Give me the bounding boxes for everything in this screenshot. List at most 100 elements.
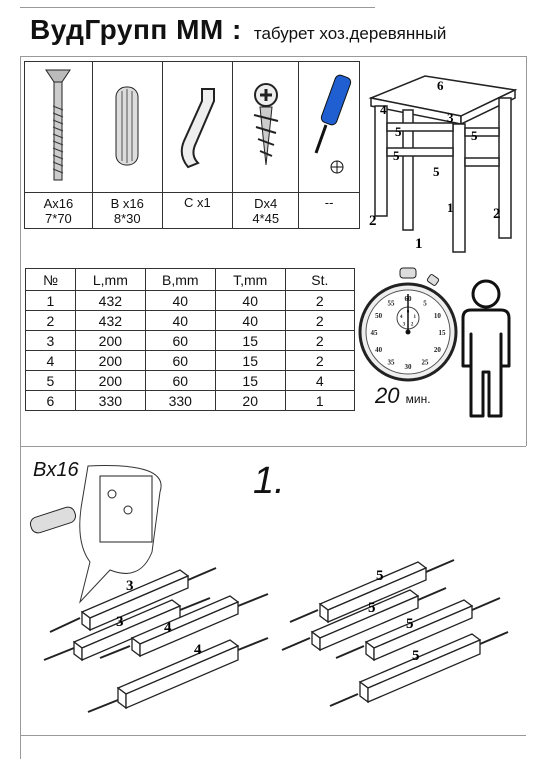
cell: 2: [284, 350, 356, 371]
cell: 432: [74, 310, 146, 331]
part-label-5b: 5: [471, 128, 478, 143]
cell: 40: [214, 310, 286, 331]
col-length: L,mm: [74, 268, 146, 291]
cell: 2: [284, 310, 356, 331]
beam-label-3a: 3: [126, 578, 134, 594]
top-rule: [20, 7, 375, 8]
col-quantity: St.: [284, 268, 356, 291]
dial-number: 55: [388, 300, 396, 308]
cell: 1: [284, 390, 356, 411]
dial-number: 30: [405, 363, 413, 371]
beam-label-5d: 5: [412, 648, 420, 664]
right-rule: [526, 56, 527, 446]
dowel-icon: [115, 86, 139, 165]
cell: 60: [144, 370, 216, 391]
hardware-label-tool: --: [298, 192, 360, 229]
dial-number: 50: [375, 312, 383, 320]
inner-dial-number: 1: [413, 315, 416, 320]
dial-number: 45: [371, 329, 379, 337]
screw-cell: [232, 61, 300, 193]
cell: 3: [25, 330, 76, 351]
inner-dial-number: 4: [400, 315, 403, 320]
cell: 2: [25, 310, 76, 331]
step-number: 1.: [253, 460, 285, 502]
cell: 200: [74, 370, 146, 391]
cell: 330: [144, 390, 216, 411]
header-divider: [20, 56, 526, 57]
cell: 5: [25, 370, 76, 391]
cell: 1: [25, 290, 76, 311]
inner-dial-number: 2: [411, 323, 414, 328]
assembly-time-unit: мин.: [405, 392, 431, 406]
cell: 40: [144, 290, 216, 311]
part-label-2: 2: [369, 213, 377, 229]
cell: 60: [144, 330, 216, 351]
beam-label-5a: 5: [376, 568, 384, 584]
cell: 330: [74, 390, 146, 411]
cell: 6: [25, 390, 76, 411]
beam-label-5c: 5: [406, 616, 414, 632]
callout-label: Bx16: [33, 459, 79, 481]
dial-number: 35: [388, 358, 396, 366]
part-label-4: 4: [380, 102, 387, 117]
person-icon: [461, 279, 511, 418]
cell: 60: [144, 350, 216, 371]
hardware-label-c: C x1: [161, 192, 234, 229]
col-width: B,mm: [144, 268, 216, 291]
assembly-time: 20 мин.: [375, 383, 431, 409]
left-rule: [20, 56, 21, 759]
beam-label-4a: 4: [164, 620, 172, 636]
page-header: ВудГрупп ММ : табурет хоз.деревянный: [30, 14, 446, 46]
cell: 15: [214, 330, 286, 351]
cell: 4: [284, 370, 356, 391]
stopwatch-icon: 6051015202530354045505501234: [358, 267, 458, 382]
dial-number: 40: [375, 346, 383, 354]
brand-title: ВудГрупп ММ :: [30, 14, 242, 45]
dial-number: 10: [434, 312, 442, 320]
col-thickness: T,mm: [214, 268, 286, 291]
cell: 40: [144, 310, 216, 331]
cell: 40: [214, 290, 286, 311]
part-label-5c: 5: [393, 148, 400, 163]
cell: 200: [74, 350, 146, 371]
cell: 15: [214, 370, 286, 391]
part-label-1b: 1: [415, 236, 423, 252]
assembly-time-value: 20: [375, 383, 400, 408]
dial-number: 25: [422, 358, 430, 366]
product-subtitle: табурет хоз.деревянный: [253, 24, 447, 43]
beam-label-3b: 3: [116, 614, 124, 630]
hex-key-cell: [161, 61, 234, 193]
part-label-3: 3: [447, 110, 454, 125]
dowel-pins-left: [43, 567, 269, 713]
beam-label-4b: 4: [194, 642, 202, 658]
stool-drawing: 6 4 3 5 5 5 5 1 1 2 2: [368, 75, 518, 253]
beam-label-5b: 5: [368, 600, 376, 616]
dowel-cell: [91, 61, 163, 193]
hex-key-icon: [181, 87, 216, 168]
col-number: №: [25, 268, 76, 291]
screw-icon: [253, 82, 278, 165]
inner-dial-number: 3: [403, 323, 406, 328]
part-label-2b: 2: [493, 206, 501, 222]
dial-number: 15: [439, 329, 447, 337]
screwdriver-icon: [314, 74, 352, 173]
cell: 4: [25, 350, 76, 371]
step-1-illustration: 3 3 4 4 5 5 5 5: [29, 465, 509, 713]
parts-header-row: № L,mm B,mm T,mm St.: [25, 268, 356, 291]
cell: 2: [284, 290, 356, 311]
cell: 20: [214, 390, 286, 411]
dowel-pins-right: [281, 559, 509, 707]
section-divider: [20, 446, 526, 447]
bolt-cell: [24, 61, 93, 193]
cell: 15: [214, 350, 286, 371]
part-label-5a: 5: [395, 124, 402, 139]
